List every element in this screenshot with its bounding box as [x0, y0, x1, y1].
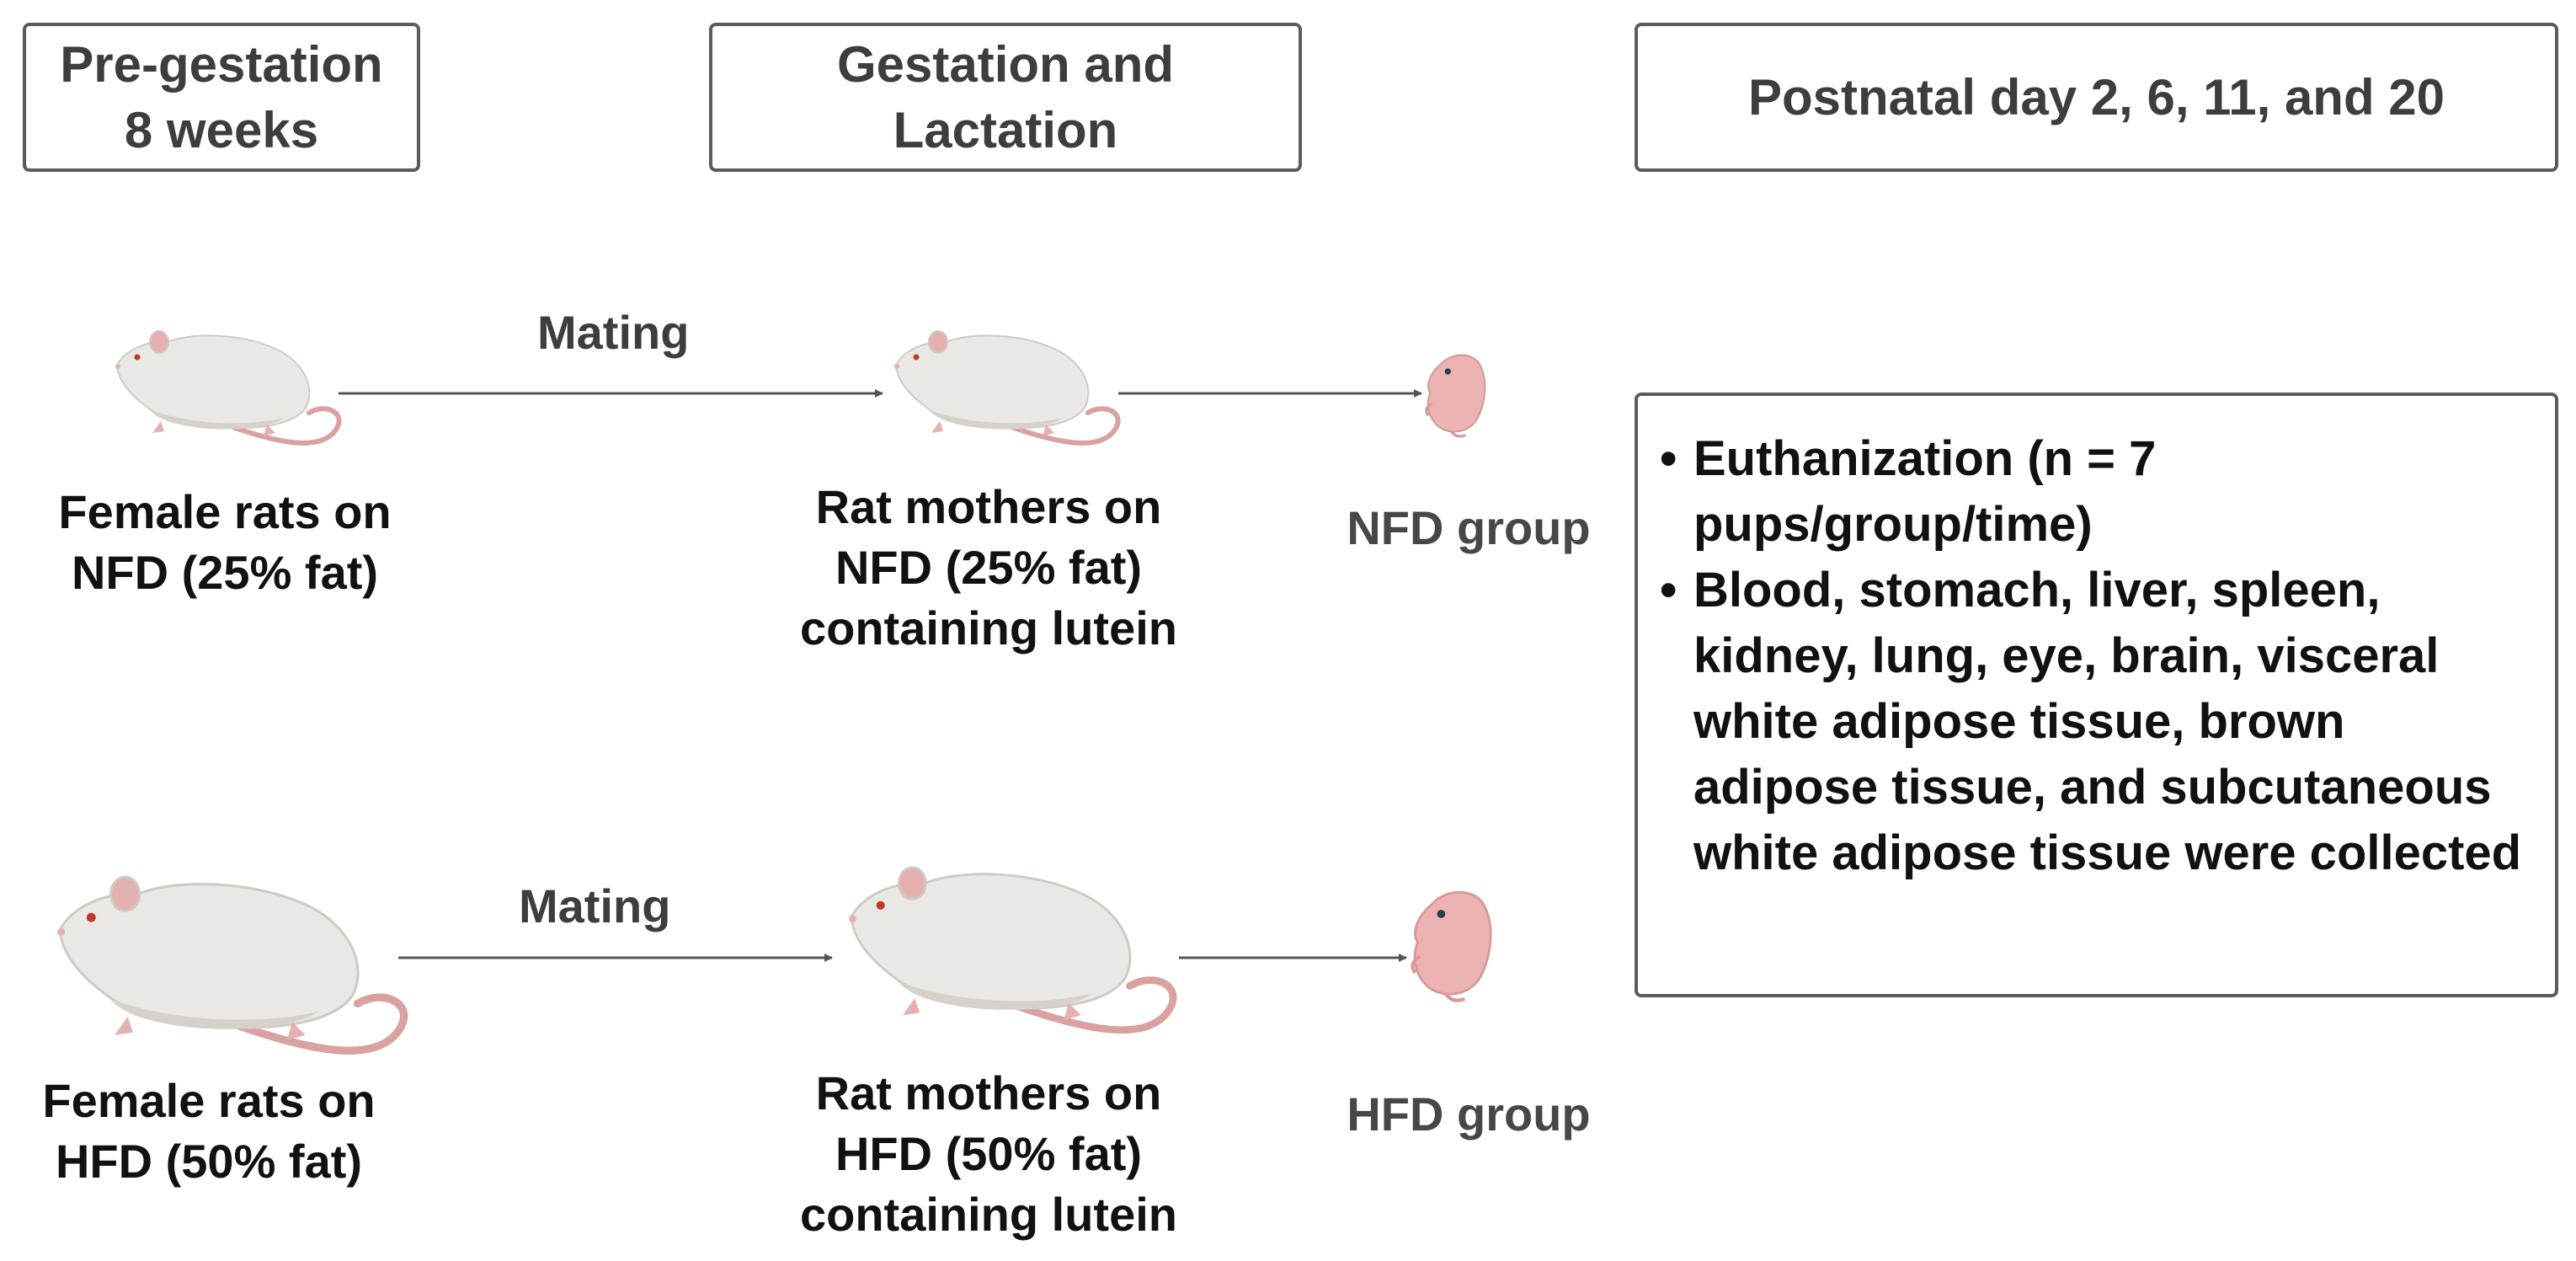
phase-label: Pre-gestation	[60, 35, 383, 93]
rat-icon	[849, 868, 1173, 1030]
phase-gestation-box: Gestation and Lactation	[709, 23, 1302, 172]
phase-pre-gestation-box: Pre-gestation 8 weeks	[23, 23, 420, 172]
mother-caption-nfd: Rat mothers on NFD (25% fat) containing …	[800, 480, 1177, 655]
rat-pup-icon	[1412, 892, 1491, 1001]
outcome-item: Blood, stomach, liver, spleen, kidney, l…	[1660, 558, 2538, 886]
female-caption-nfd: Female rats on NFD (25% fat)	[58, 485, 392, 599]
rat-icon	[115, 331, 339, 443]
group-label-nfd: NFD group	[1347, 501, 1591, 554]
female-caption-hfd: Female rats on HFD (50% fat)	[42, 1074, 376, 1188]
rat-icon	[894, 331, 1118, 443]
mating-label-hfd: Mating	[519, 879, 671, 932]
rat-icon	[57, 877, 404, 1050]
phase-postnatal-box: Postnatal day 2, 6, 11, and 20	[1635, 23, 2558, 172]
mating-label-nfd: Mating	[537, 306, 690, 359]
group-label-hfd: HFD group	[1347, 1087, 1591, 1141]
outcomes-box: Euthanization (n = 7 pups/group/time) Bl…	[1635, 393, 2558, 997]
mother-caption-hfd: Rat mothers on HFD (50% fat) containing …	[800, 1066, 1177, 1241]
phase-label: 8 weeks	[124, 101, 319, 158]
phase-label: Postnatal day 2, 6, 11, and 20	[1747, 68, 2445, 126]
phase-label: Gestation and	[836, 35, 1175, 93]
phase-label: Lactation	[893, 101, 1118, 158]
rat-pup-icon	[1425, 354, 1486, 438]
outcome-item: Euthanization (n = 7 pups/group/time)	[1660, 426, 2538, 558]
